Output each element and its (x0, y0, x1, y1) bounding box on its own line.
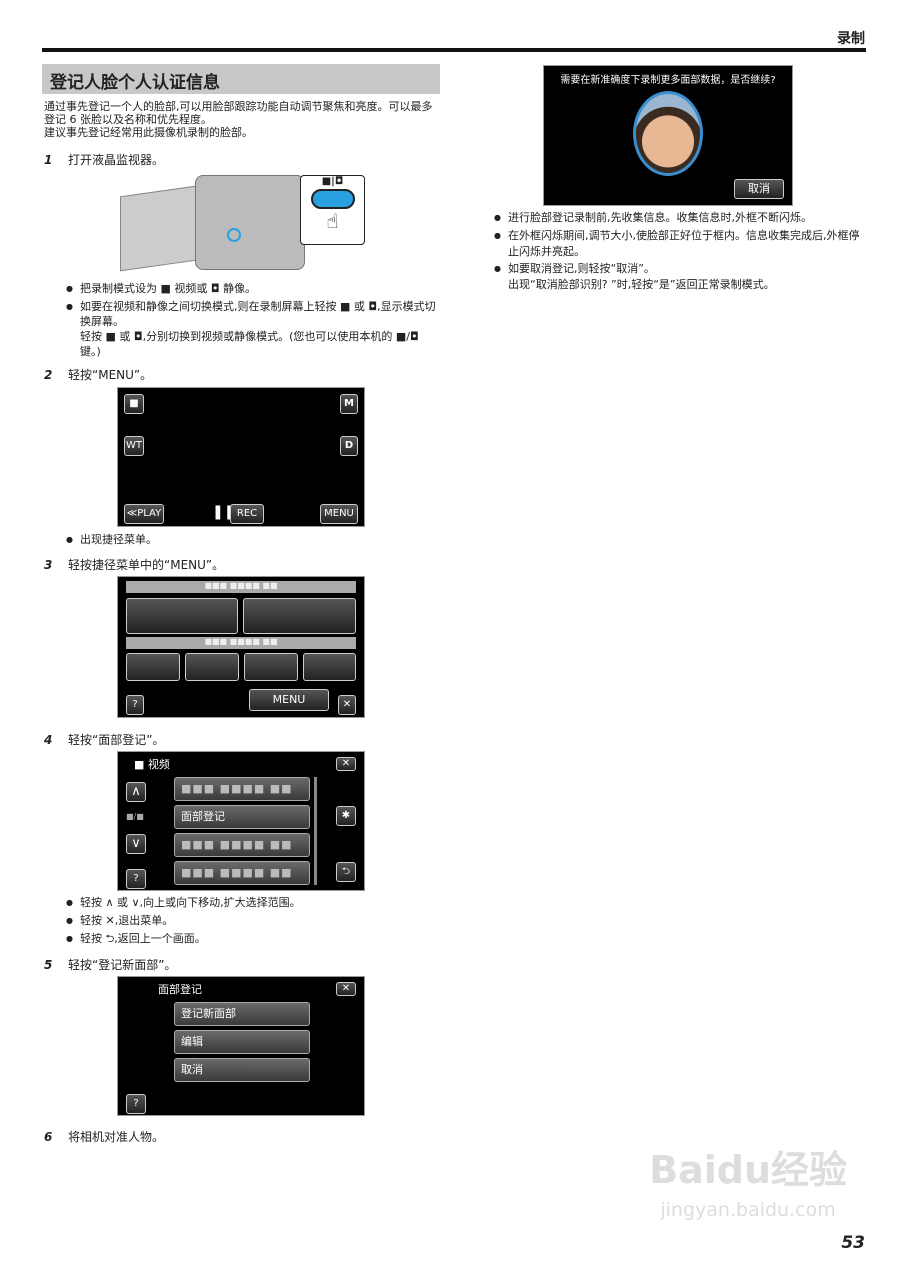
help-button[interactable]: ? (126, 695, 144, 715)
pause-icon: ❚❚ (212, 504, 236, 520)
shortcut-button[interactable] (126, 598, 238, 634)
close-button[interactable]: ✕ (336, 982, 356, 996)
bullet: 把录制模式设为 ■ 视频或 ◘ 静像。 (66, 281, 440, 297)
shortcut-button[interactable] (126, 653, 180, 681)
menu-item-cancel[interactable]: 取消 (174, 1058, 310, 1082)
d-button[interactable]: D (340, 436, 358, 456)
bullet: 进行脸部登记录制前,先收集信息。收集信息时,外框不断闪烁。 (494, 210, 868, 226)
recording-screen: ■ M WT D ≪PLAY ❚❚ REC MENU (117, 387, 365, 527)
help-button[interactable]: ? (126, 869, 146, 889)
mode-button (310, 189, 355, 209)
page-title: 登记人脸个人认证信息 (42, 64, 440, 94)
intro-para: 建议事先登记经常用此摄像机录制的脸部。 (44, 126, 253, 139)
face-frame (633, 91, 703, 176)
video-menu-screen: ■ 视频 ✕ ∧ ■/■ ∨ ? ■■■ ■■■■ ■■ 面部登记 ■■■ ■■… (117, 751, 365, 891)
close-button[interactable]: ✕ (338, 695, 356, 715)
bullet: 轻按 ∧ 或 ∨,向上或向下移动,扩大选择范围。 (66, 895, 301, 911)
menu-item[interactable]: ■■■ ■■■■ ■■ (174, 861, 310, 885)
menu-item-register-new[interactable]: 登记新面部 (174, 1002, 310, 1026)
mode-button-highlight (227, 228, 241, 242)
mode-button-callout: ■|◘ ☝ (300, 175, 365, 245)
hand-tap-icon: ☝ (326, 209, 339, 233)
menu-button[interactable]: MENU (320, 504, 358, 524)
intro-para: 通过事先登记一个人的脸部,可以用脸部跟踪功能自动调节聚焦和亮度。可以最多登记 6… (44, 100, 433, 126)
rec-button[interactable]: REC (230, 504, 264, 524)
play-button[interactable]: ≪PLAY (124, 504, 164, 524)
scroll-up-button[interactable]: ∧ (126, 782, 146, 802)
menu-item[interactable]: ■■■ ■■■■ ■■ (174, 777, 310, 801)
back-button[interactable]: ⮌ (336, 862, 356, 882)
shortcut-menu-screen: ■■■ ■■■■ ■■ ■■■ ■■■■ ■■ ? MENU ✕ (117, 576, 365, 718)
shortcut-button[interactable] (243, 598, 356, 634)
wt-button[interactable]: WT (124, 436, 144, 456)
face-register-title: 面部登记 (158, 983, 202, 996)
help-button[interactable]: ? (126, 1094, 146, 1114)
page-indicator: ■/■ (126, 812, 144, 821)
bullet: 出现捷径菜单。 (66, 532, 157, 548)
shortcut-button[interactable] (244, 653, 298, 681)
section-header: 录制 (837, 31, 865, 47)
camera-illustration: ■|◘ ☝ (115, 170, 365, 273)
blurred-header: ■■■ ■■■■ ■■ (126, 637, 356, 649)
video-camera-icon: ■ (134, 758, 148, 771)
video-menu-title: ■ 视频 (134, 758, 170, 771)
shortcut-button[interactable] (185, 653, 239, 681)
m-button[interactable]: M (340, 394, 358, 414)
close-button[interactable]: ✕ (336, 757, 356, 771)
scroll-down-button[interactable]: ∨ (126, 834, 146, 854)
menu-button[interactable]: MENU (249, 689, 329, 711)
settings-gear-icon[interactable]: ✱ (336, 806, 356, 826)
bullet: 轻按 ⮌,返回上一个画面。 (66, 931, 206, 947)
confirm-prompt: 需要在新准确度下录制更多面部数据，是否继续? (560, 75, 776, 86)
menu-item-edit[interactable]: 编辑 (174, 1030, 310, 1054)
page-number: 53 (841, 1233, 865, 1253)
bullet: 如要在视频和静像之间切换模式,则在录制屏幕上轻按 ■ 或 ◘,显示模式切换屏幕。… (66, 299, 440, 359)
camera-body (195, 175, 305, 270)
menu-item-face-register[interactable]: 面部登记 (174, 805, 310, 829)
scrollbar[interactable] (314, 777, 317, 885)
shortcut-button[interactable] (303, 653, 356, 681)
bullet: 在外框闪烁期间,调节大小,使脸部正好位于框内。信息收集完成后,外框停止闪烁并亮起… (494, 228, 868, 260)
bullet: 如要取消登记,则轻按“取消”。 出现“取消脸部识别? ”时,轻按“是”返回正常录… (494, 261, 868, 293)
blurred-header: ■■■ ■■■■ ■■ (126, 581, 356, 593)
face-register-screen: 面部登记 ✕ 登记新面部 编辑 取消 ? (117, 976, 365, 1116)
bullet: 轻按 ✕,退出菜单。 (66, 913, 173, 929)
confirm-screen: 需要在新准确度下录制更多面部数据，是否继续? 取消 (543, 65, 793, 206)
cancel-button[interactable]: 取消 (734, 179, 784, 199)
header-rule (42, 48, 866, 52)
menu-item[interactable]: ■■■ ■■■■ ■■ (174, 833, 310, 857)
video-mode-button[interactable]: ■ (124, 394, 144, 414)
intro: 通过事先登记一个人的脸部,可以用脸部跟踪功能自动调节聚焦和亮度。可以最多登记 6… (44, 100, 440, 139)
